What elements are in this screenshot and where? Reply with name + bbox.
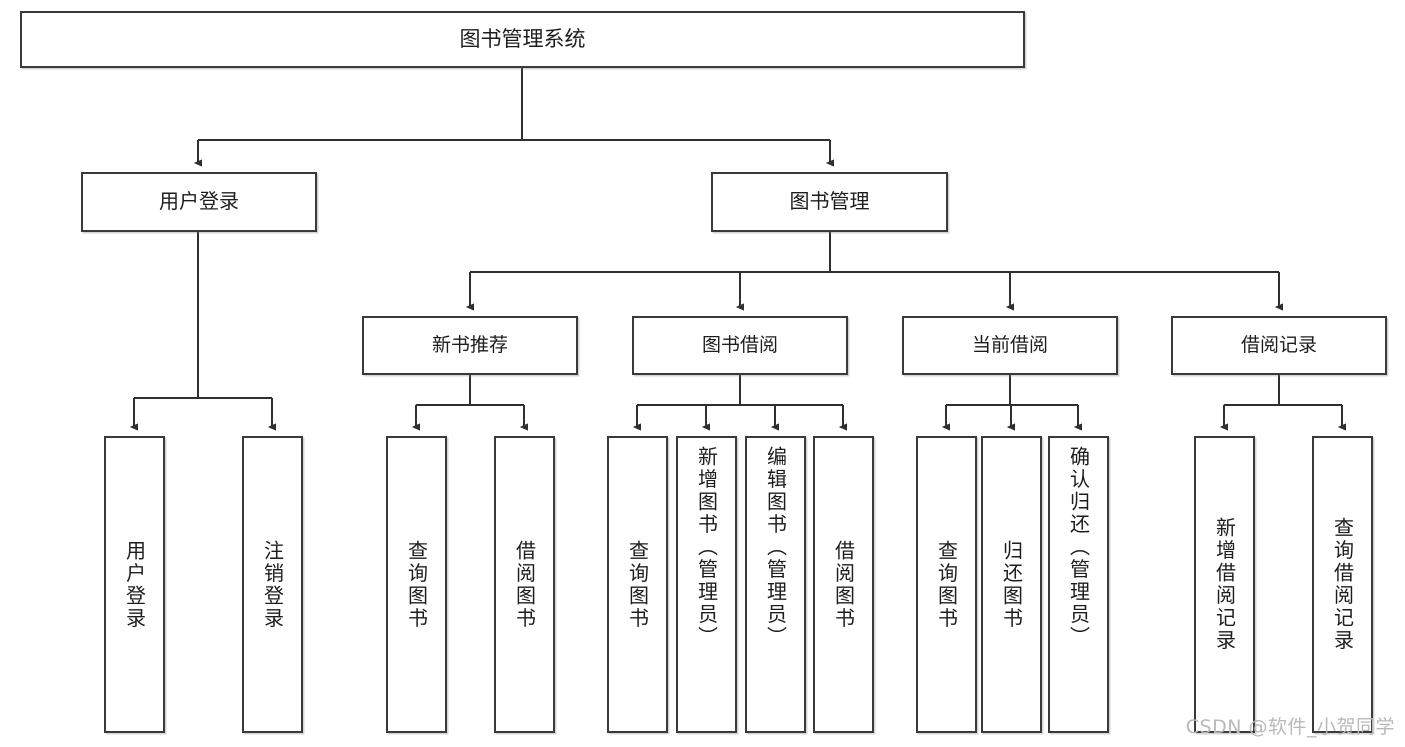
- leaf-borrow-record-add-record[interactable]: 新增借阅记录: [1194, 436, 1255, 733]
- leaf-current-borrow-confirm-return-admin[interactable]: 确认归还（管理员）: [1048, 436, 1109, 733]
- node-label: 新书推荐: [431, 334, 508, 357]
- node-label: 用户登录: [159, 189, 239, 214]
- node-label: 注销登录: [260, 539, 285, 630]
- node-label: 新增图书（管理员）: [694, 446, 719, 649]
- node-label: 借阅记录: [1240, 334, 1317, 357]
- leaf-new-book-borrow-book[interactable]: 借阅图书: [494, 436, 555, 733]
- node-label: 新增借阅记录: [1212, 517, 1237, 652]
- node-label: 图书管理: [789, 189, 870, 214]
- leaf-borrow-record-query-record[interactable]: 查询借阅记录: [1312, 436, 1373, 733]
- leaf-book-borrow-borrow-book[interactable]: 借阅图书: [813, 436, 874, 733]
- node-book-management[interactable]: 图书管理: [711, 172, 948, 232]
- leaf-book-borrow-add-book-admin[interactable]: 新增图书（管理员）: [676, 436, 737, 733]
- leaf-new-book-query-book[interactable]: 查询图书: [386, 436, 447, 733]
- node-new-book-recommend[interactable]: 新书推荐: [362, 316, 578, 375]
- node-current-borrow[interactable]: 当前借阅: [902, 316, 1118, 375]
- node-label: 查询借阅记录: [1330, 517, 1355, 652]
- node-root-library-management-system[interactable]: 图书管理系统: [20, 11, 1025, 68]
- node-user-login[interactable]: 用户登录: [81, 172, 317, 232]
- leaf-book-borrow-query-book[interactable]: 查询图书: [607, 436, 668, 733]
- node-book-borrow[interactable]: 图书借阅: [632, 316, 848, 375]
- leaf-book-borrow-edit-book-admin[interactable]: 编辑图书（管理员）: [745, 436, 806, 733]
- node-label: 图书借阅: [701, 334, 778, 357]
- node-label: 查询图书: [934, 539, 959, 630]
- leaf-user-login-logout[interactable]: 注销登录: [242, 436, 303, 733]
- leaf-current-borrow-query-book[interactable]: 查询图书: [916, 436, 977, 733]
- node-label: 归还图书: [999, 539, 1024, 630]
- node-label: 查询图书: [625, 539, 650, 630]
- node-label: 确认归还（管理员）: [1066, 446, 1091, 649]
- leaf-current-borrow-return-book[interactable]: 归还图书: [981, 436, 1042, 733]
- node-label: 用户登录: [122, 539, 147, 630]
- node-label: 当前借阅: [971, 334, 1048, 357]
- node-label: 借阅图书: [831, 539, 856, 630]
- node-label: 图书管理系统: [459, 27, 586, 52]
- node-label: 编辑图书（管理员）: [763, 446, 788, 649]
- node-borrow-record[interactable]: 借阅记录: [1171, 316, 1387, 375]
- node-label: 查询图书: [404, 539, 429, 630]
- node-label: 借阅图书: [512, 539, 537, 630]
- leaf-user-login-login[interactable]: 用户登录: [104, 436, 165, 733]
